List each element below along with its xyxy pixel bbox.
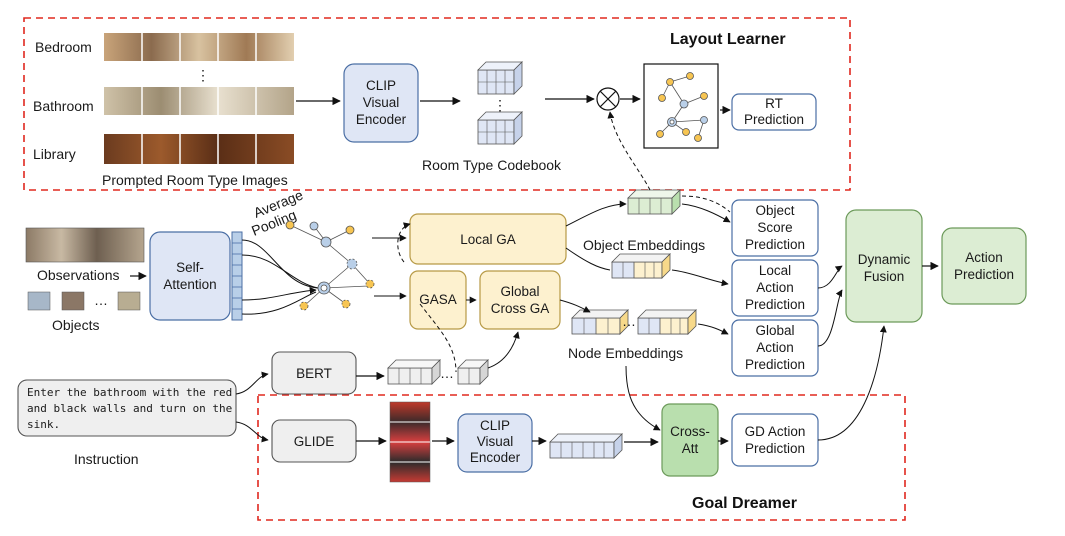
codebook-stack-top xyxy=(477,61,523,95)
node-embeddings-left xyxy=(571,309,629,335)
library-images xyxy=(104,134,294,164)
clip-bottom-line1: CLIP xyxy=(480,418,510,433)
instruction-label: Instruction xyxy=(74,451,139,467)
codebook-caption: Room Type Codebook xyxy=(422,157,562,173)
dynamic-fusion-line2: Fusion xyxy=(864,269,905,284)
gasa-label: GASA xyxy=(419,292,457,307)
goal-dreamer-title: Goal Dreamer xyxy=(692,495,797,512)
instruction-line2: and black walls and turn on the xyxy=(27,402,232,415)
object-embeddings-green xyxy=(627,189,681,215)
bedroom-images xyxy=(104,33,294,61)
clip-visual-encoder-top xyxy=(343,63,419,143)
global-cross-ga-line2: Cross GA xyxy=(491,301,550,316)
bert-box xyxy=(271,351,357,395)
cross-att-line1: Cross- xyxy=(670,424,710,439)
object-embeddings-label: Object Embeddings xyxy=(583,237,705,253)
layout-learner-frame xyxy=(23,17,851,191)
room-images-caption: Prompted Room Type Images xyxy=(102,172,288,188)
rt-line1: RT xyxy=(765,96,783,111)
local-ga-label: Local GA xyxy=(460,232,516,247)
node-embeddings-label: Node Embeddings xyxy=(568,345,683,361)
bathroom-label: Bathroom xyxy=(33,98,94,114)
cross-att-line2: Att xyxy=(682,441,699,456)
clip-bottom-line2: Visual xyxy=(477,434,514,449)
library-label: Library xyxy=(33,146,76,162)
clip-top-line3: Encoder xyxy=(356,112,407,127)
gd-action-line1: GD Action xyxy=(745,424,806,439)
local-action-line2: Action xyxy=(756,280,794,295)
local-action-line3: Prediction xyxy=(745,297,805,312)
clip-top-line1: CLIP xyxy=(366,78,396,93)
dynamic-fusion-line1: Dynamic xyxy=(858,252,911,267)
observations-label: Observations xyxy=(37,267,119,283)
local-ga-box xyxy=(409,213,567,265)
self-attention-line1: Self- xyxy=(176,260,204,275)
observation-panorama xyxy=(25,227,145,263)
text-embeddings-left xyxy=(387,359,441,385)
instruction-textbox xyxy=(17,379,237,437)
layout-learner-title: Layout Learner xyxy=(670,31,786,48)
global-action-prediction-box xyxy=(731,319,819,377)
global-cross-ga-box xyxy=(479,270,561,330)
clip-top-line2: Visual xyxy=(363,95,400,110)
node-embeddings-ellipsis: … xyxy=(622,313,636,329)
global-action-line2: Action xyxy=(756,340,794,355)
bert-label: BERT xyxy=(296,366,332,381)
global-action-line3: Prediction xyxy=(745,357,805,372)
self-attention-line2: Attention xyxy=(163,277,216,292)
object-thumbnails xyxy=(27,291,141,311)
instruction-line3: sink. xyxy=(27,418,60,431)
self-attention-box xyxy=(149,231,231,321)
node-embeddings-right xyxy=(637,309,697,335)
local-action-line1: Local xyxy=(759,263,791,278)
circle-times-icon xyxy=(596,87,620,111)
clip-bottom-line3: Encoder xyxy=(470,450,521,465)
action-prediction-box xyxy=(941,227,1027,305)
clip-visual-encoder-bottom xyxy=(457,413,533,473)
generated-goal-images xyxy=(389,401,431,483)
objects-label: Objects xyxy=(52,317,99,333)
global-action-line1: Global xyxy=(755,323,794,338)
gd-action-prediction-box xyxy=(731,413,819,467)
rt-line2: Prediction xyxy=(744,112,804,127)
action-prediction-line2: Prediction xyxy=(954,267,1014,282)
scene-graph-middle-icon xyxy=(285,220,375,311)
bathroom-images xyxy=(104,87,294,115)
room-vdots: ⋮ xyxy=(196,67,210,83)
instruction-line1: Enter the bathroom with the red xyxy=(27,386,232,399)
cross-att-box xyxy=(661,403,719,477)
object-score-line2: Score xyxy=(757,220,792,235)
token-column xyxy=(231,231,243,321)
gd-action-line2: Prediction xyxy=(745,441,805,456)
action-prediction-line1: Action xyxy=(965,250,1003,265)
text-embeddings-right xyxy=(457,359,489,385)
goal-embeddings xyxy=(549,433,623,459)
bedroom-label: Bedroom xyxy=(35,39,92,55)
rt-prediction-box xyxy=(731,93,817,131)
goal-dreamer-frame xyxy=(257,394,906,521)
codebook-vdots: ⋮ xyxy=(493,97,507,113)
codebook-stack-bottom xyxy=(477,111,523,145)
global-cross-ga-line1: Global xyxy=(500,284,539,299)
object-score-line3: Prediction xyxy=(745,237,805,252)
scene-graph-icon xyxy=(656,72,708,142)
text-embeddings-ellipsis: … xyxy=(440,365,454,381)
object-embeddings-mixed xyxy=(611,253,671,279)
object-score-line1: Object xyxy=(755,203,794,218)
objects-ellipsis: … xyxy=(94,292,108,308)
object-score-prediction-box xyxy=(731,199,819,257)
glide-label: GLIDE xyxy=(294,434,335,449)
